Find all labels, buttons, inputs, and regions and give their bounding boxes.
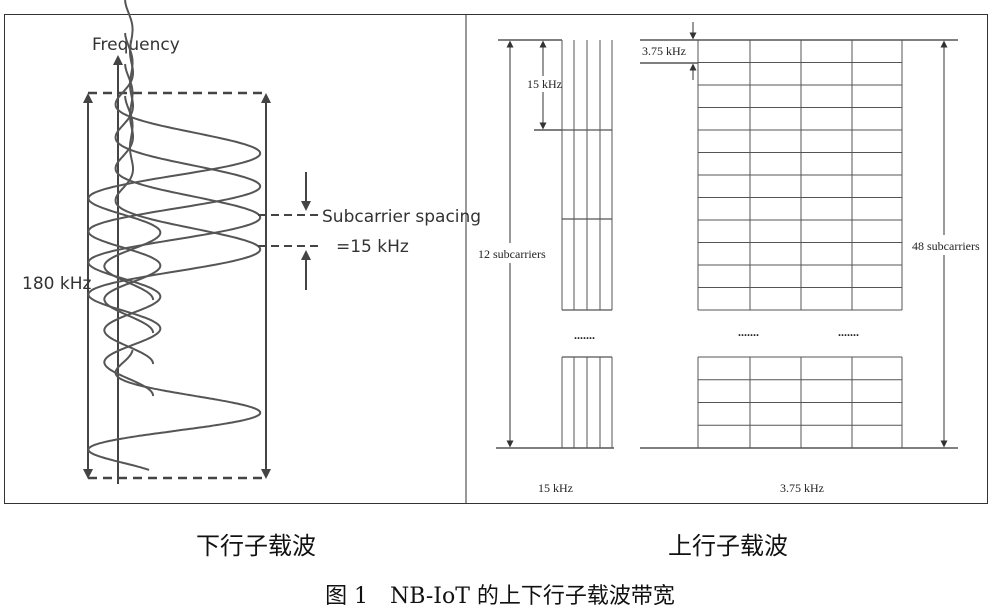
left-grid-ellipsis: ....... bbox=[574, 328, 595, 342]
three-seventy-five-bottom-label: 3.75 kHz bbox=[780, 481, 824, 495]
spacing-label: Subcarrier spacing bbox=[322, 207, 481, 227]
right-grid-ellipsis-1: ....... bbox=[738, 325, 759, 339]
forty-eight-subcarriers-label: 48 subcarriers bbox=[912, 239, 980, 253]
downlink-panel: Frequency 180 kHz Subcarrier spacing =15… bbox=[22, 0, 481, 484]
top-label-bg bbox=[526, 76, 562, 92]
downlink-caption: 下行子载波 bbox=[196, 532, 316, 560]
subcarrier-waveforms bbox=[87, 0, 262, 471]
fifteen-khz-bottom-label: 15 kHz bbox=[538, 481, 573, 495]
right-grid-ellipsis-2: ....... bbox=[838, 325, 859, 339]
three-seventy-five-top-label: 3.75 kHz bbox=[642, 44, 686, 58]
fifteen-khz-top-label: 15 kHz bbox=[527, 77, 562, 91]
figure-frame bbox=[4, 14, 988, 504]
subcarrier-pulse-last bbox=[87, 349, 262, 471]
twelve-subcarriers-label: 12 subcarriers bbox=[478, 247, 546, 261]
figure-caption: 图 1 NB-IoT 的上下行子载波带宽 bbox=[325, 584, 675, 609]
uplink-caption: 上行子载波 bbox=[668, 532, 788, 560]
bandwidth-label: 180 kHz bbox=[22, 274, 91, 294]
right-subcarrier-grid bbox=[697, 39, 903, 449]
uplink-panel: 12 subcarriers 15 kHz ....... 15 kHz 3.7… bbox=[476, 22, 980, 495]
subcarrier-pulse-3 bbox=[87, 63, 262, 365]
subcarrier-pulse-2 bbox=[87, 32, 262, 334]
frequency-axis-label: Frequency bbox=[92, 35, 180, 55]
side-label-bg bbox=[476, 243, 544, 263]
right-side-label-bg bbox=[910, 235, 978, 255]
spacing-value-label: =15 kHz bbox=[336, 237, 409, 257]
left-subcarrier-grid bbox=[561, 40, 613, 448]
